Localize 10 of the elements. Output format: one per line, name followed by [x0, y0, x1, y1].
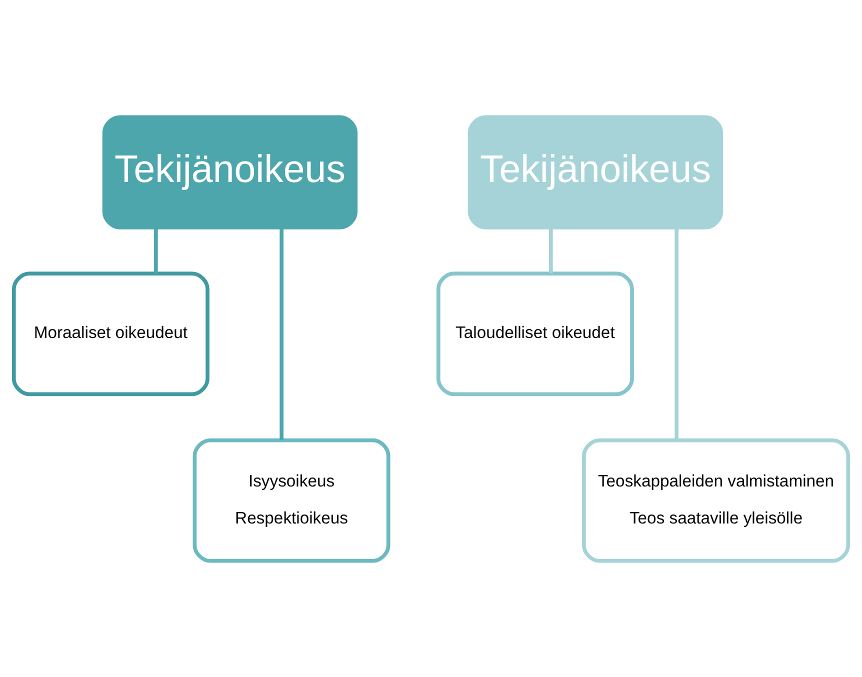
node-box: Tekijänoikeus	[468, 114, 724, 229]
node-box: Isyysoikeus Respektioikeus	[192, 438, 390, 562]
node-box: Moraaliset oikeudeut	[12, 271, 210, 396]
node-box: Taloudelliset oikeudet	[436, 271, 634, 396]
connector	[674, 227, 679, 440]
connector	[154, 226, 158, 273]
node-box: Tekijänoikeus	[102, 114, 358, 229]
connector	[280, 227, 284, 440]
connector	[548, 226, 553, 273]
node-box: Teoskappaleiden valmistaminen Teos saataville yleisölle	[582, 438, 850, 562]
